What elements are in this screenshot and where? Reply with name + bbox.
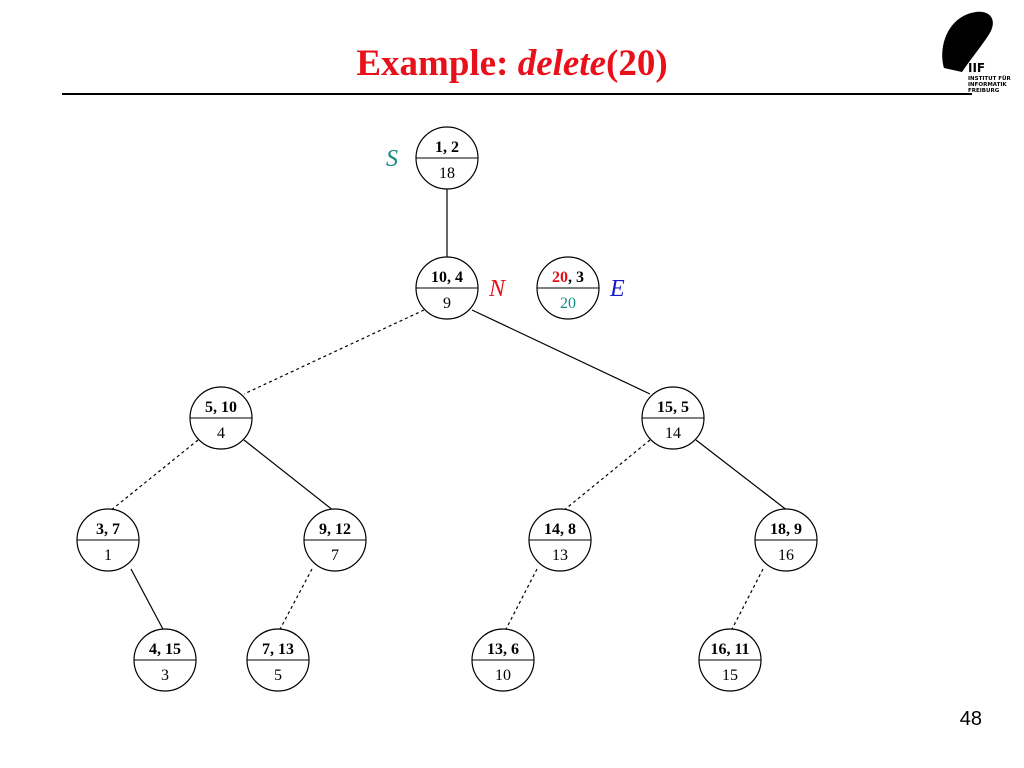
tree-node: 5, 10 4	[189, 386, 253, 450]
edge-9-12-to-7-13	[277, 568, 313, 634]
edge-18-9-to-16-11	[729, 568, 764, 634]
tree-node: 13, 6 10	[471, 628, 535, 692]
edge-10-4-to-5-10	[243, 309, 425, 395]
node-value: 9	[443, 295, 451, 312]
label-e: E	[609, 276, 625, 302]
tree-node: 16, 11 15	[698, 628, 762, 692]
logo-mark-shape	[942, 11, 993, 72]
node-key: 18, 9	[770, 521, 802, 538]
iif-logo: IIF INSTITUT FÜR INFORMATIK FREIBURG	[942, 11, 1012, 94]
tree-node: 10, 4 9	[415, 256, 479, 320]
logo-line-2: INFORMATIK	[968, 82, 1007, 88]
edge-10-4-to-15-5	[471, 309, 651, 395]
edge-15-5-to-18-9	[695, 439, 789, 512]
node-value: 20	[560, 295, 576, 312]
node-value: 3	[161, 667, 169, 684]
node-value: 4	[217, 425, 225, 442]
node-value: 13	[552, 547, 568, 564]
node-key-deleted-part: 20	[552, 269, 568, 286]
node-key: 15, 5	[657, 399, 689, 416]
edge-5-10-to-3-7	[109, 439, 199, 512]
title-divider	[62, 93, 972, 95]
node-key: 16, 11	[710, 641, 749, 658]
node-value: 5	[274, 667, 282, 684]
edge-14-8-to-13-6	[503, 568, 538, 634]
title-function: delete	[517, 43, 607, 84]
node-value: 14	[665, 425, 681, 442]
node-value: 7	[331, 547, 339, 564]
tree-node: 1, 2 18	[415, 126, 479, 190]
edge-15-5-to-14-8	[562, 439, 651, 512]
node-key: 3, 7	[96, 521, 120, 538]
title-argument: (20)	[606, 43, 668, 84]
tree-node: 4, 15 3	[133, 628, 197, 692]
logo-line-3: FREIBURG	[968, 88, 1000, 94]
tree-node: 15, 5 14	[641, 386, 705, 450]
tree-node-highlighted: 20, 3 20	[536, 256, 600, 320]
node-value: 1	[104, 547, 112, 564]
page-number: 48	[959, 708, 982, 730]
node-key: 9, 12	[319, 521, 351, 538]
logo-mark-text: IIF	[968, 61, 985, 75]
tree-node: 14, 8 13	[528, 508, 592, 572]
tree-node: 7, 13 5	[246, 628, 310, 692]
slide-title: Example: delete(20)	[0, 42, 1024, 86]
tree-node: 3, 7 1	[76, 508, 140, 572]
node-value: 15	[722, 667, 738, 684]
node-key: 14, 8	[544, 521, 576, 538]
node-value: 18	[439, 165, 455, 182]
node-key: 10, 4	[431, 269, 463, 286]
label-s: S	[386, 146, 398, 172]
tree-node: 9, 12 7	[303, 508, 367, 572]
label-n: N	[488, 276, 507, 302]
node-key: 7, 13	[262, 641, 294, 658]
node-key: 4, 15	[149, 641, 181, 658]
node-key-rest: , 3	[568, 269, 584, 286]
node-value: 16	[778, 547, 794, 564]
tree-node: 18, 9 16	[754, 508, 818, 572]
node-key: 1, 2	[435, 139, 459, 156]
tree-edges	[109, 188, 789, 634]
node-key: 20, 3	[552, 269, 584, 286]
node-key: 13, 6	[487, 641, 519, 658]
logo-line-1: INSTITUT FÜR	[968, 75, 1012, 82]
node-key: 5, 10	[205, 399, 237, 416]
node-value: 10	[495, 667, 511, 684]
title-prefix: Example:	[356, 43, 518, 84]
edge-3-7-to-4-15	[130, 568, 166, 634]
edge-5-10-to-9-12	[243, 439, 335, 512]
